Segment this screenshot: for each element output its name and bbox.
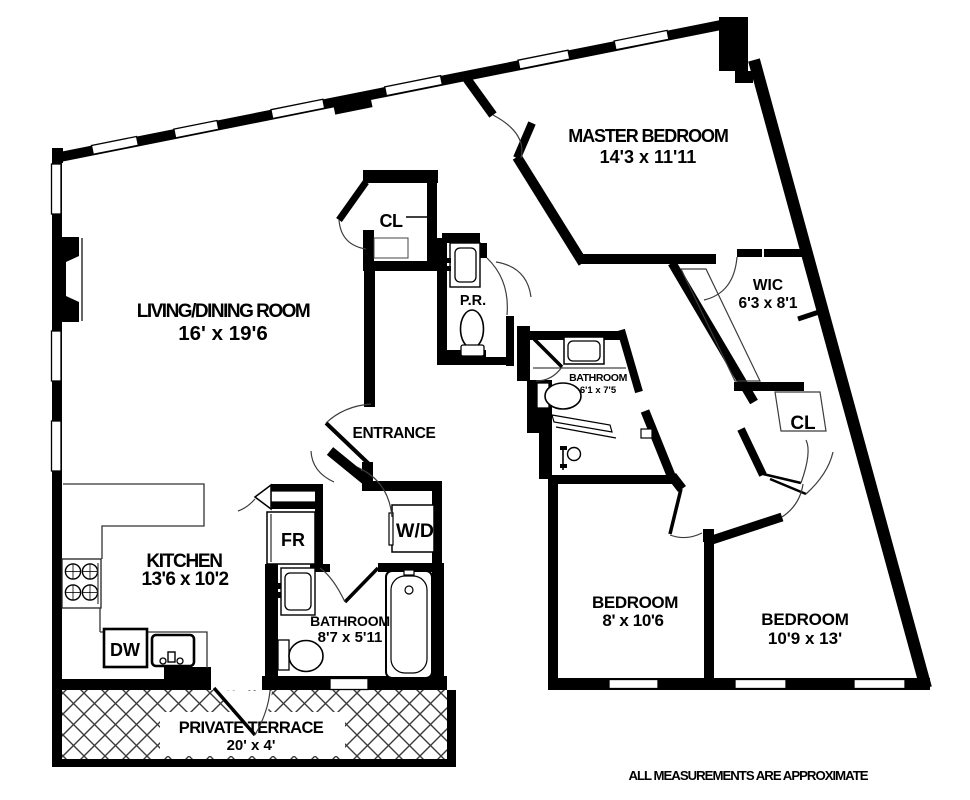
svg-text:MASTER BEDROOM: MASTER BEDROOM bbox=[568, 126, 728, 146]
svg-text:BEDROOM: BEDROOM bbox=[592, 593, 678, 612]
svg-text:CL: CL bbox=[790, 413, 816, 434]
svg-text:6'1 x 7'5: 6'1 x 7'5 bbox=[580, 385, 617, 396]
svg-text:8' x 10'6: 8' x 10'6 bbox=[602, 611, 663, 630]
svg-text:P.R.: P.R. bbox=[460, 293, 486, 309]
svg-text:ENTRANCE: ENTRANCE bbox=[353, 425, 436, 442]
svg-text:13'6 x 10'2: 13'6 x 10'2 bbox=[142, 569, 229, 590]
svg-text:BEDROOM: BEDROOM bbox=[761, 610, 848, 629]
svg-text:ALL MEASUREMENTS ARE APPROXIMA: ALL MEASUREMENTS ARE APPROXIMATE bbox=[628, 768, 868, 783]
svg-text:8'7 x 5'11: 8'7 x 5'11 bbox=[318, 629, 383, 646]
svg-text:FR: FR bbox=[281, 530, 305, 550]
svg-text:LIVING/DINING ROOM: LIVING/DINING ROOM bbox=[137, 301, 310, 322]
svg-text:WIC: WIC bbox=[753, 277, 783, 294]
svg-text:10'9 x 13': 10'9 x 13' bbox=[768, 629, 842, 648]
svg-text:KITCHEN: KITCHEN bbox=[146, 551, 222, 572]
svg-text:W/D: W/D bbox=[396, 520, 434, 542]
svg-text:CL: CL bbox=[380, 211, 403, 231]
svg-text:BATHROOM: BATHROOM bbox=[569, 372, 628, 384]
svg-text:BATHROOM: BATHROOM bbox=[310, 613, 390, 629]
svg-text:PRIVATE TERRACE: PRIVATE TERRACE bbox=[179, 719, 324, 737]
svg-text:6'3 x 8'1: 6'3 x 8'1 bbox=[738, 295, 797, 312]
svg-text:14'3 x 11'11: 14'3 x 11'11 bbox=[600, 147, 697, 167]
svg-text:DW: DW bbox=[110, 640, 140, 660]
svg-text:16' x 19'6: 16' x 19'6 bbox=[178, 322, 268, 345]
svg-text:20' x 4': 20' x 4' bbox=[227, 737, 276, 754]
